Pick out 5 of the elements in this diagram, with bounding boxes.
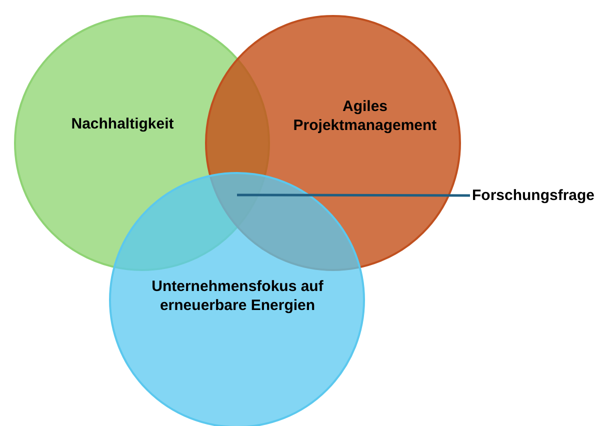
circle-label: Agiles Projektmanagement <box>292 97 438 135</box>
callout-label: Forschungsfrage <box>472 186 595 205</box>
circle-label: Unternehmensfokus auf erneuerbare Energien <box>150 277 324 315</box>
circle-label: Nachhaltigkeit <box>70 114 175 134</box>
leader-line <box>237 194 470 197</box>
